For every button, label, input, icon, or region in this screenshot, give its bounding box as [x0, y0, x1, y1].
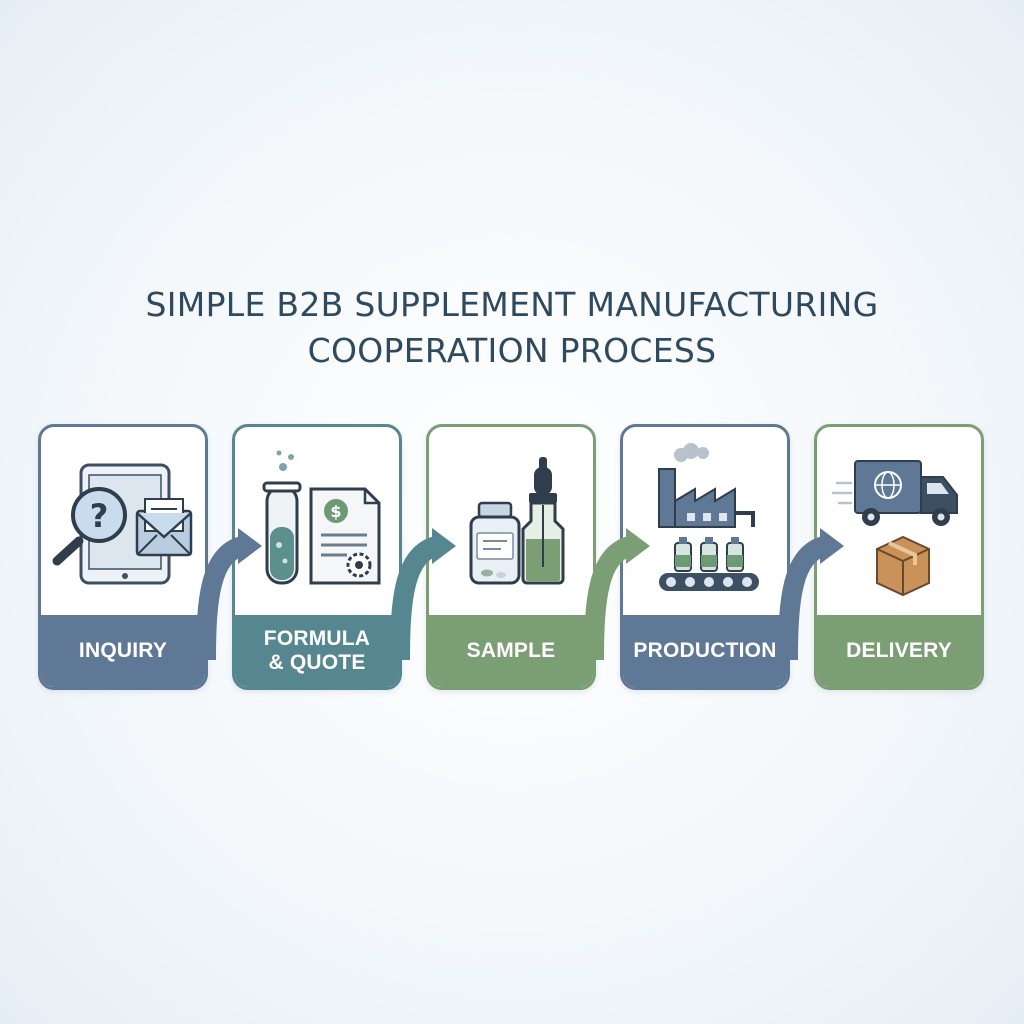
step-label-production: PRODUCTION — [623, 615, 787, 687]
title-line-2: COOPERATION PROCESS — [307, 331, 717, 370]
arrow-formula-to-sample — [432, 528, 456, 564]
step-card-sample: SAMPLE — [426, 424, 596, 690]
step-label-inquiry: INQUIRY — [41, 615, 205, 687]
step-card-inquiry: ? INQUIRY — [38, 424, 208, 690]
truck-box-icon — [817, 427, 981, 619]
step-label-formula-quote: FORMULA & QUOTE — [235, 615, 399, 687]
tablet-magnifier-envelope-icon: ? — [41, 427, 205, 619]
step-card-production: PRODUCTION — [620, 424, 790, 690]
arrow-inquiry-to-formula — [238, 528, 262, 564]
diagram-title: SIMPLE B2B SUPPLEMENT MANUFACTURING COOP… — [0, 282, 1024, 374]
step-card-delivery: DELIVERY — [814, 424, 984, 690]
step-card-formula-quote: $ FORMULA & QUOTE — [232, 424, 402, 690]
arrow-sample-to-production — [626, 528, 650, 564]
step-label-delivery: DELIVERY — [817, 615, 981, 687]
svg-text:?: ? — [90, 497, 109, 535]
title-line-1: SIMPLE B2B SUPPLEMENT MANUFACTURING — [145, 285, 879, 324]
factory-conveyor-icon — [623, 427, 787, 619]
step-label-sample: SAMPLE — [429, 615, 593, 687]
arrow-production-to-delivery — [820, 528, 844, 564]
svg-text:$: $ — [330, 502, 341, 521]
bottle-dropper-icon — [429, 427, 593, 619]
test-tube-invoice-icon: $ — [235, 427, 399, 619]
